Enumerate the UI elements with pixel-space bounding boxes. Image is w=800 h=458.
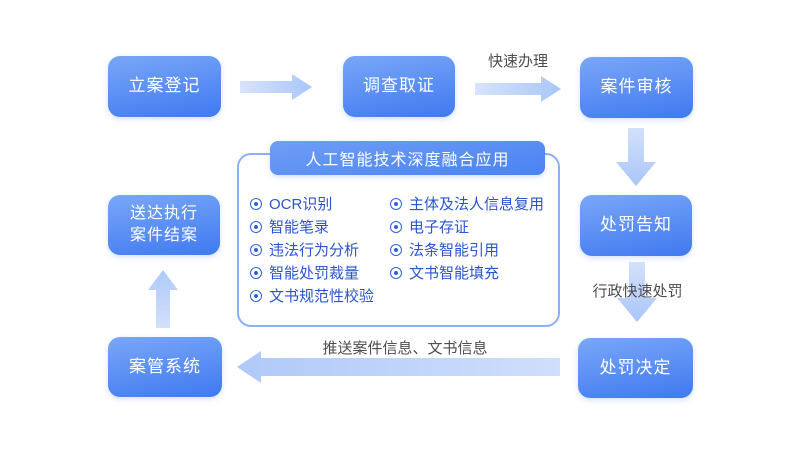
edge-label-admin-fast-penalty: 行政快速处罚 (592, 283, 683, 300)
node-penalty-decision-label: 处罚决定 (599, 357, 672, 377)
list-item: 法条智能引用 (390, 238, 544, 261)
list-item: 文书规范性校验 (250, 284, 374, 307)
ai-panel-right-column: 主体及法人信息复用 电子存证 法条智能引用 文书智能填充 (390, 192, 544, 284)
list-item-label: 违法行为分析 (269, 242, 360, 259)
node-investigation-label: 调查取证 (363, 76, 435, 96)
circle-dot-icon (250, 197, 262, 210)
arrow-down-icon (616, 128, 656, 186)
ai-panel-left-column: OCR识别 智能笔录 违法行为分析 智能处罚裁量 文书规范性校验 (250, 192, 374, 307)
list-item-label: 智能笔录 (269, 219, 330, 236)
list-item: 电子存证 (390, 215, 544, 238)
node-delivery-line1: 送达执行 (129, 205, 198, 223)
list-item-label: 智能处罚裁量 (269, 265, 360, 282)
list-item-label: 法条智能引用 (409, 242, 500, 259)
list-item: 违法行为分析 (250, 238, 374, 261)
circle-dot-icon (250, 266, 262, 279)
node-case-mgmt-system: 案管系统 (108, 337, 222, 397)
ai-panel-title: 人工智能技术深度融合应用 (270, 141, 545, 175)
list-item-label: 电子存证 (409, 219, 470, 236)
ai-panel (237, 153, 560, 327)
circle-dot-icon (390, 197, 402, 210)
list-item-label: 文书规范性校验 (269, 288, 375, 305)
node-investigation: 调查取证 (343, 56, 455, 117)
node-case-registration-label: 立案登记 (128, 76, 201, 96)
arrow-right-icon (240, 74, 312, 100)
node-case-mgmt-system-label: 案管系统 (129, 356, 201, 376)
circle-dot-icon (390, 220, 402, 233)
circle-dot-icon (250, 220, 262, 233)
edge-label-fast-handling: 快速办理 (487, 53, 548, 70)
circle-dot-icon (390, 243, 402, 256)
arrow-up-icon (148, 270, 178, 328)
edge-label-push-info: 推送案件信息、文书信息 (322, 340, 488, 357)
circle-dot-icon (250, 289, 262, 302)
circle-dot-icon (390, 266, 402, 279)
node-case-review: 案件审核 (580, 57, 693, 118)
node-penalty-decision: 处罚决定 (578, 338, 693, 398)
list-item-label: 文书智能填充 (409, 265, 500, 282)
node-penalty-notice: 处罚告知 (580, 195, 692, 256)
node-case-review-label: 案件审核 (600, 77, 673, 97)
list-item: 主体及法人信息复用 (390, 192, 544, 215)
arrow-right-icon (475, 76, 561, 102)
circle-dot-icon (250, 243, 262, 256)
node-case-registration: 立案登记 (108, 56, 221, 117)
node-delivery-line2: 案件结案 (129, 227, 198, 244)
list-item: 文书智能填充 (390, 261, 544, 284)
node-delivery-closure: 送达执行 案件结案 (108, 195, 220, 255)
node-penalty-notice-label: 处罚告知 (600, 215, 672, 235)
list-item-label: OCR识别 (269, 196, 333, 213)
list-item: OCR识别 (250, 192, 374, 215)
list-item: 智能笔录 (250, 215, 374, 238)
list-item: 智能处罚裁量 (250, 261, 374, 284)
list-item-label: 主体及法人信息复用 (409, 196, 545, 213)
